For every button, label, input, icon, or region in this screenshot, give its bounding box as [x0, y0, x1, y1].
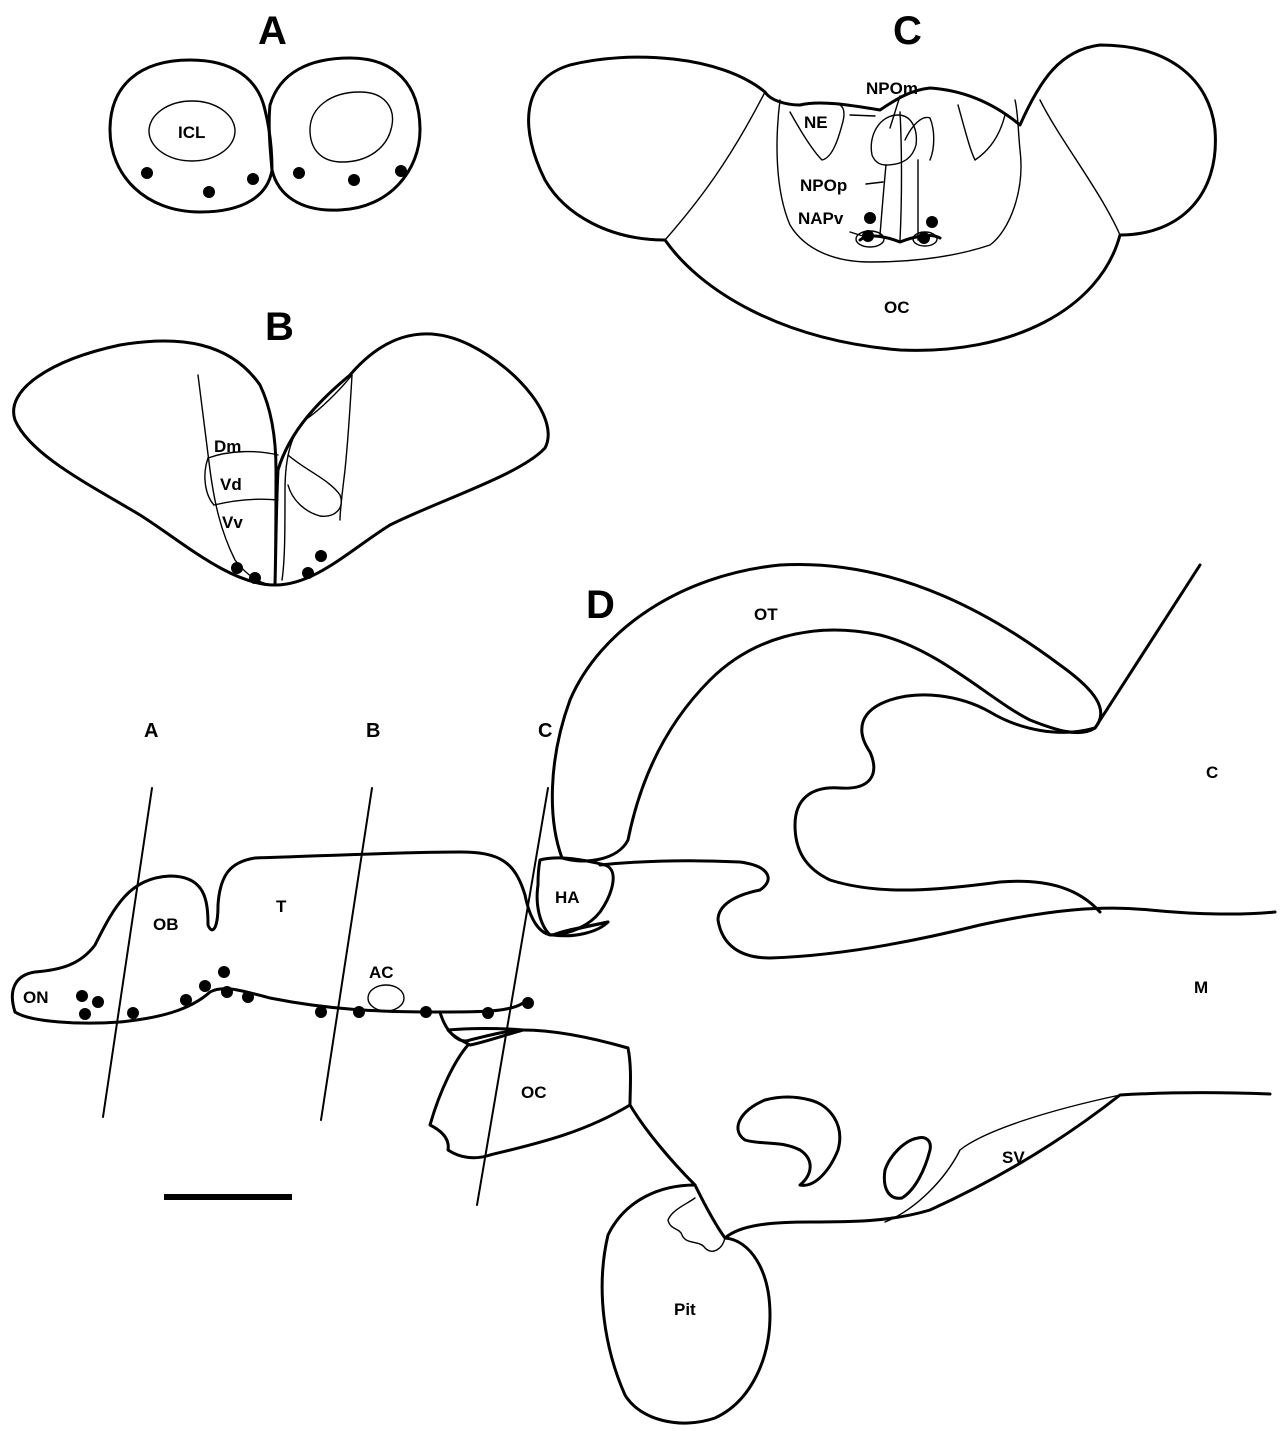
ha-label: HA: [555, 888, 580, 907]
right-lobe-boundary: [1040, 100, 1120, 235]
npom-label: NPOm: [866, 79, 918, 98]
right-ventral-region: [288, 455, 341, 516]
on-label: ON: [23, 988, 49, 1007]
marker-dot: [482, 1007, 494, 1019]
oc-label: OC: [521, 1083, 547, 1102]
ventral-lobe-outline: [738, 1097, 840, 1185]
habenula-wedge: [553, 922, 608, 936]
marker-dot: [918, 232, 930, 244]
marker-dot: [293, 167, 305, 179]
marker-dot: [76, 990, 88, 1002]
ob-label: OB: [153, 915, 179, 934]
pit-label: Pit: [674, 1300, 696, 1319]
cut-label-a: A: [144, 720, 158, 742]
oc-section-label: OC: [884, 298, 910, 317]
vd-label: Vd: [220, 475, 242, 494]
m-label: M: [1194, 978, 1208, 997]
vd-vv-boundary: [214, 499, 278, 505]
marker-dot: [141, 167, 153, 179]
icl-layer-right: [310, 92, 393, 162]
ne-leader: [850, 115, 875, 116]
marker-dot: [249, 572, 261, 584]
cut-line-b: [321, 788, 372, 1120]
marker-dot: [395, 165, 407, 177]
marker-dot: [522, 997, 534, 1009]
telencephalon-outline: [14, 334, 549, 585]
marker-dot: [180, 994, 192, 1006]
marker-dot: [79, 1008, 91, 1020]
marker-dot: [218, 966, 230, 978]
optic-tectum-outline: [552, 564, 1100, 861]
marker-dot: [353, 1006, 365, 1018]
icl-label: ICL: [178, 123, 205, 142]
c-label: C: [1206, 763, 1218, 782]
marker-dot: [315, 550, 327, 562]
right-dorsal-area: [340, 375, 352, 520]
sv-label: SV: [1002, 1148, 1025, 1167]
marker-dot: [302, 567, 314, 579]
optic-chiasm-region: [440, 1012, 1270, 1238]
section-c-preoptic: NPOm NE NPOp NAPv OC: [529, 45, 1216, 350]
marker-dot: [221, 986, 233, 998]
marker-dot: [862, 230, 874, 242]
marker-dot: [348, 174, 360, 186]
ne-label: NE: [804, 113, 828, 132]
marker-dot: [92, 996, 104, 1008]
ventricle-line: [900, 112, 902, 240]
npop-label: NPOp: [800, 176, 847, 195]
marker-dot: [242, 991, 254, 1003]
marker-dot: [315, 1006, 327, 1018]
section-d-sagittal: A B C ON OB T AC HA: [12, 564, 1275, 1423]
right-lateral-recess: [958, 105, 1005, 160]
npom-nucleus: [871, 115, 916, 165]
marker-dot: [420, 1006, 432, 1018]
inferior-lobe-outline: [884, 1138, 930, 1199]
section-b-telencephalon: Dm Vd Vv: [14, 334, 549, 585]
cut-label-c: C: [538, 720, 552, 742]
cerebellum-boundary: [1095, 565, 1200, 728]
anterior-commissure: [368, 985, 404, 1011]
panel-label-a: A: [258, 9, 287, 53]
marker-dot: [926, 216, 938, 228]
posterior-brain-contour: [600, 861, 1275, 958]
npop-left-column: [880, 165, 886, 235]
ot-label: OT: [754, 605, 778, 624]
right-olfactory-bulb-outline: [269, 58, 420, 210]
marker-dot: [247, 173, 259, 185]
panel-label-b: B: [265, 305, 294, 349]
cut-label-b: B: [366, 720, 380, 742]
marker-dot: [203, 186, 215, 198]
napv-label: NAPv: [798, 209, 844, 228]
section-a-olfactory-bulbs: ICL: [110, 58, 420, 212]
marker-dot: [231, 562, 243, 574]
vv-label: Vv: [222, 513, 243, 532]
cut-line-a: [103, 788, 152, 1117]
marker-dot: [864, 212, 876, 224]
ac-label: AC: [369, 963, 394, 982]
marker-dot: [199, 980, 211, 992]
npom-right: [905, 117, 934, 160]
panel-label-c: C: [893, 9, 922, 53]
left-lobe-boundary: [665, 92, 765, 240]
npop-leader: [866, 182, 883, 184]
t-label: T: [276, 897, 287, 916]
dm-label: Dm: [214, 437, 241, 456]
marker-dot: [127, 1007, 139, 1019]
panel-label-d: D: [586, 583, 615, 627]
